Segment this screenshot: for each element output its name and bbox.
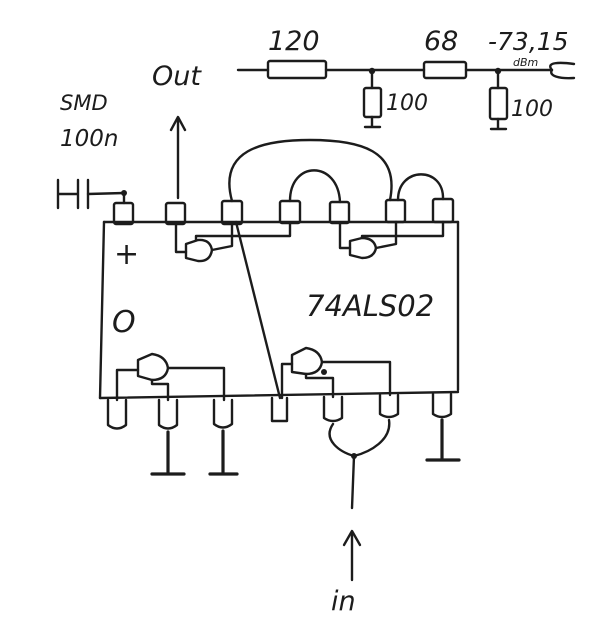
- label-r100-b: 100: [511, 97, 553, 122]
- diagonal-jumper: [234, 220, 282, 400]
- pin-6: [378, 393, 400, 419]
- ground-pin-3: [208, 429, 239, 476]
- capacitor-lead: [86, 191, 126, 196]
- gate-upper-left-wire-in: [174, 222, 188, 254]
- gate-upper-right-wire-out: [374, 220, 398, 250]
- attenuator-network: [236, 59, 576, 131]
- decoupling-capacitor: [56, 178, 127, 210]
- label-100n: 100n: [60, 126, 118, 152]
- gate-upper-left-wire-out: [210, 222, 234, 252]
- label-pin1-marker: O: [112, 305, 136, 340]
- gate-lower-left-wire-b: [150, 378, 170, 402]
- pin-2: [157, 398, 179, 430]
- gate-lower-left-wire-in: [115, 368, 140, 402]
- input-arrow-icon: [342, 529, 362, 547]
- pin-4: [270, 396, 289, 423]
- pin-9: [384, 198, 407, 224]
- resistor-100-b: [488, 86, 509, 121]
- pin-12: [220, 199, 244, 226]
- label-smd: SMD: [60, 91, 108, 115]
- label-voltage-unit: dBm: [513, 56, 538, 69]
- label-chip-part: 74ALS02: [306, 289, 434, 323]
- label-input: in: [331, 586, 356, 617]
- input-lead: [350, 454, 356, 510]
- input-fork: [328, 418, 391, 458]
- label-out: Out: [152, 61, 202, 92]
- ground-pin-2: [150, 430, 186, 476]
- capacitor-plate-left: [56, 178, 80, 210]
- resistor-100-a: [362, 86, 383, 119]
- gate-upper-left: [184, 238, 214, 263]
- pin-5: [322, 395, 344, 423]
- output-connector: [549, 61, 576, 80]
- pin-11: [278, 199, 302, 225]
- gate-lower-right-dot: [321, 369, 327, 375]
- label-r120: 120: [268, 26, 320, 57]
- shunt-ground-1: [363, 115, 382, 129]
- gate-lower-left-wire-out: [166, 366, 226, 402]
- loop-small-left: [288, 169, 342, 204]
- resistor-120: [266, 59, 328, 80]
- gate-lower-right-wire-b: [304, 372, 335, 399]
- pin-8: [431, 197, 455, 224]
- gate-upper-right-wire-in: [338, 222, 352, 250]
- label-r68: 68: [424, 26, 458, 57]
- ic-left-edge: [98, 220, 106, 400]
- resistor-68: [422, 60, 468, 80]
- label-voltage: -73,15: [488, 27, 569, 56]
- pin-1: [106, 398, 128, 430]
- ground-pin-7: [425, 418, 461, 462]
- pin-7: [431, 392, 453, 419]
- gate-lower-right: [290, 346, 324, 376]
- label-plus: +: [114, 237, 139, 272]
- shunt-ground-2: [489, 117, 508, 131]
- pin-10: [328, 200, 351, 225]
- gate-upper-left-wire-b: [194, 222, 292, 242]
- gate-upper-right-wire-b: [360, 220, 445, 240]
- loop-small-right: [396, 173, 445, 202]
- gate-upper-right: [348, 236, 378, 260]
- gate-lower-right-wire-in: [280, 362, 294, 400]
- label-r100-a: 100: [386, 91, 428, 116]
- out-arrow-icon: [169, 115, 187, 132]
- loop-large: [228, 138, 393, 203]
- ic-74als02: [98, 191, 460, 430]
- gate-lower-left: [136, 352, 170, 382]
- gate-lower-right-wire-out: [320, 360, 392, 397]
- pin-3: [212, 398, 234, 429]
